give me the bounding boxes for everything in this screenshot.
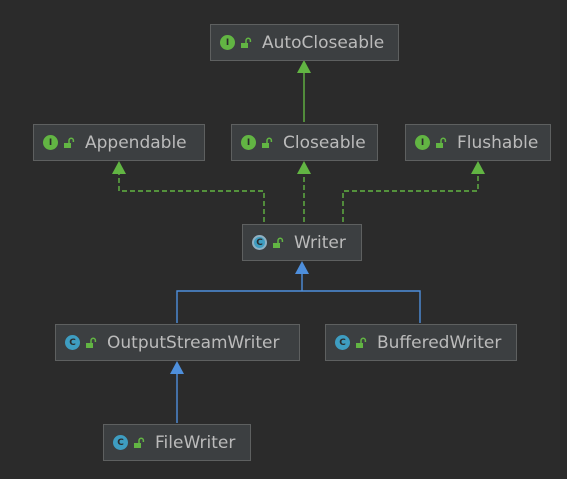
edge-writer-appendable	[112, 161, 265, 222]
unlocked-padlock-icon	[273, 237, 284, 248]
node-label: Flushable	[457, 132, 539, 153]
edge-closeable-autocloseable	[297, 60, 311, 122]
unlocked-padlock-icon	[262, 137, 273, 148]
unlocked-padlock-icon	[356, 337, 367, 348]
arrowhead	[297, 161, 311, 174]
edge-subclasses-writer	[176, 261, 421, 323]
edge-writer-flushable	[342, 161, 485, 222]
unlocked-padlock-icon	[64, 137, 75, 148]
class-icon: C	[65, 335, 80, 350]
node-writer[interactable]: C Writer	[242, 224, 362, 261]
class-icon: C	[113, 435, 128, 450]
node-label: Writer	[294, 232, 346, 253]
edge-writer-closeable	[297, 161, 311, 222]
edge-filewriter-outputstreamwriter	[170, 361, 184, 423]
node-label: BufferedWriter	[377, 332, 502, 353]
interface-icon: I	[415, 135, 430, 150]
node-filewriter[interactable]: C FileWriter	[103, 424, 251, 461]
arrowhead	[471, 161, 485, 174]
arrowhead	[112, 161, 126, 174]
node-outputstreamwriter[interactable]: C OutputStreamWriter	[55, 324, 300, 361]
node-label: FileWriter	[155, 432, 236, 453]
arrowhead	[297, 60, 311, 73]
arrowhead	[295, 261, 309, 274]
node-label: Closeable	[283, 132, 366, 153]
node-bufferedwriter[interactable]: C BufferedWriter	[325, 324, 517, 361]
node-autocloseable[interactable]: I AutoCloseable	[210, 24, 399, 61]
interface-icon: I	[43, 135, 58, 150]
class-icon: C	[335, 335, 350, 350]
node-label: Appendable	[85, 132, 187, 153]
unlocked-padlock-icon	[241, 37, 252, 48]
arrowhead	[170, 361, 184, 374]
node-flushable[interactable]: I Flushable	[405, 124, 551, 161]
unlocked-padlock-icon	[436, 137, 447, 148]
interface-icon: I	[241, 135, 256, 150]
interface-icon: I	[220, 35, 235, 50]
node-label: OutputStreamWriter	[107, 332, 280, 353]
abstract-class-icon: C	[252, 235, 267, 250]
node-appendable[interactable]: I Appendable	[33, 124, 205, 161]
unlocked-padlock-icon	[86, 337, 97, 348]
node-label: AutoCloseable	[262, 32, 385, 53]
node-closeable[interactable]: I Closeable	[231, 124, 378, 161]
unlocked-padlock-icon	[134, 437, 145, 448]
